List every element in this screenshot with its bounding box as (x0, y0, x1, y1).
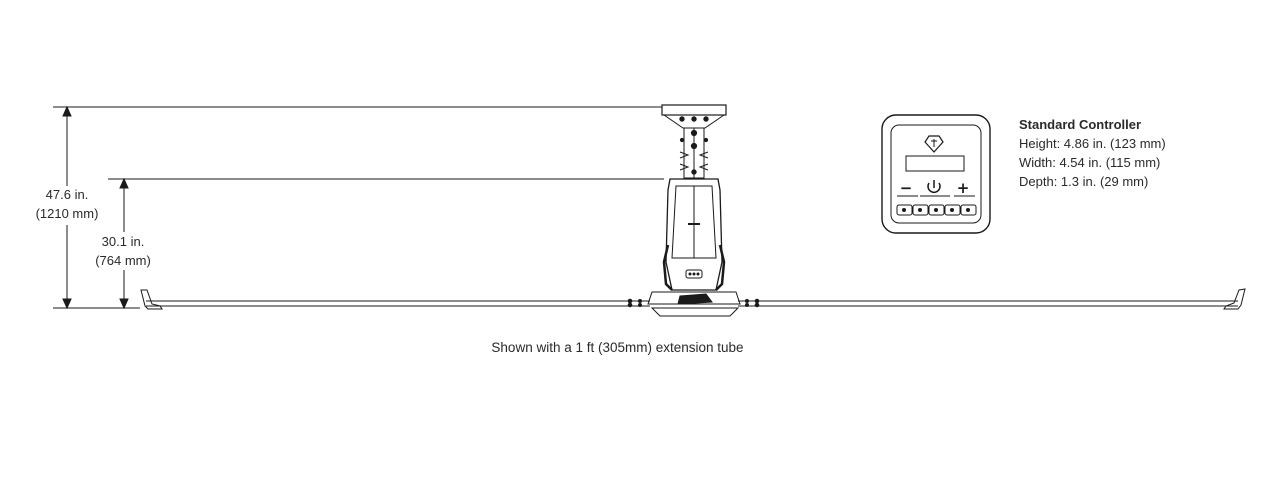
drawing-caption: Shown with a 1 ft (305mm) extension tube (491, 340, 744, 355)
lower-height-metric: (764 mm) (95, 253, 151, 268)
controller-spec-block: Standard Controller Height: 4.86 in. (12… (1019, 115, 1259, 191)
lower-height-label: 30.1 in. (764 mm) (86, 232, 160, 270)
overall-height-label: 47.6 in. (1210 mm) (28, 185, 106, 223)
overall-height-imperial: 47.6 in. (45, 187, 89, 202)
controller-spec-depth: Depth: 1.3 in. (29 mm) (1019, 174, 1149, 189)
controller-title: Standard Controller (1019, 117, 1142, 132)
power-icon (927, 180, 941, 193)
fan-hub (627, 291, 760, 317)
overall-height-metric: (1210 mm) (35, 206, 99, 221)
blade-winglet-right (1223, 288, 1246, 310)
motor-housing (662, 178, 726, 291)
wall-controller (881, 114, 991, 234)
blade-winglet-left (140, 289, 163, 310)
lower-height-arrow (119, 177, 129, 310)
controller-minus-label: − (900, 179, 913, 197)
overall-height-arrow (62, 105, 72, 310)
preset-buttons (896, 204, 977, 216)
lower-height-imperial: 30.1 in. (101, 234, 145, 249)
extension-tube (679, 127, 709, 179)
extension-lines (53, 106, 664, 309)
controller-spec-width: Width: 4.54 in. (115 mm) (1019, 155, 1161, 170)
controller-plus-label: + (957, 179, 970, 197)
controller-spec-height: Height: 4.86 in. (123 mm) (1019, 136, 1166, 151)
fan-blades (146, 300, 1238, 307)
